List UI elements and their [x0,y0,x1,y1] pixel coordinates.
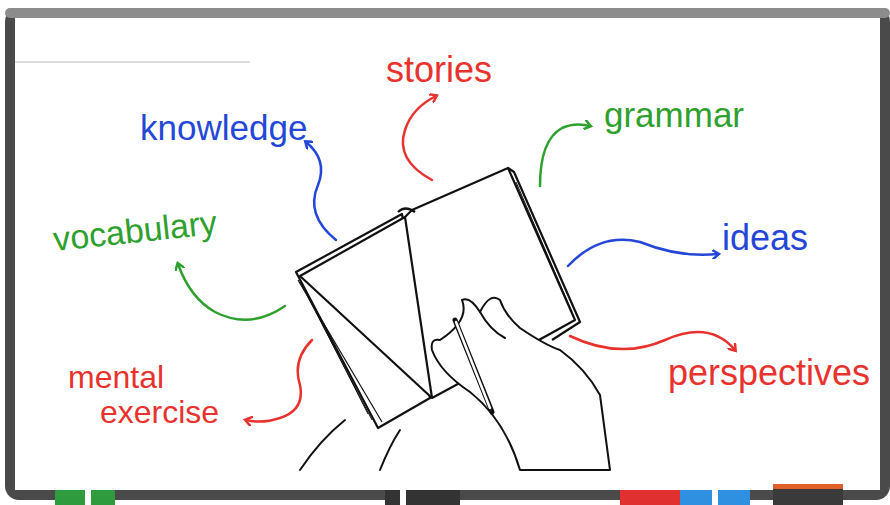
eraser-top [773,484,843,489]
concept-word: mental exercise [68,360,270,430]
black-marker [385,490,460,505]
concept-word: perspectives [668,355,870,391]
marker-band [400,490,406,505]
concept-word: knowledge [140,110,307,145]
green-marker [55,490,115,505]
marker-band [85,490,91,505]
concept-word: stories [386,52,492,88]
reading-hand [300,298,610,470]
board-top-rail [5,8,890,18]
concept-word: ideas [722,220,808,256]
board-shine [15,61,250,63]
concept-word: grammar [604,97,744,132]
blue-marker [680,490,750,505]
marker-band [712,490,718,505]
board-surface [15,18,880,490]
board-frame [5,8,890,500]
red-marker [620,490,680,505]
eraser [773,484,843,505]
